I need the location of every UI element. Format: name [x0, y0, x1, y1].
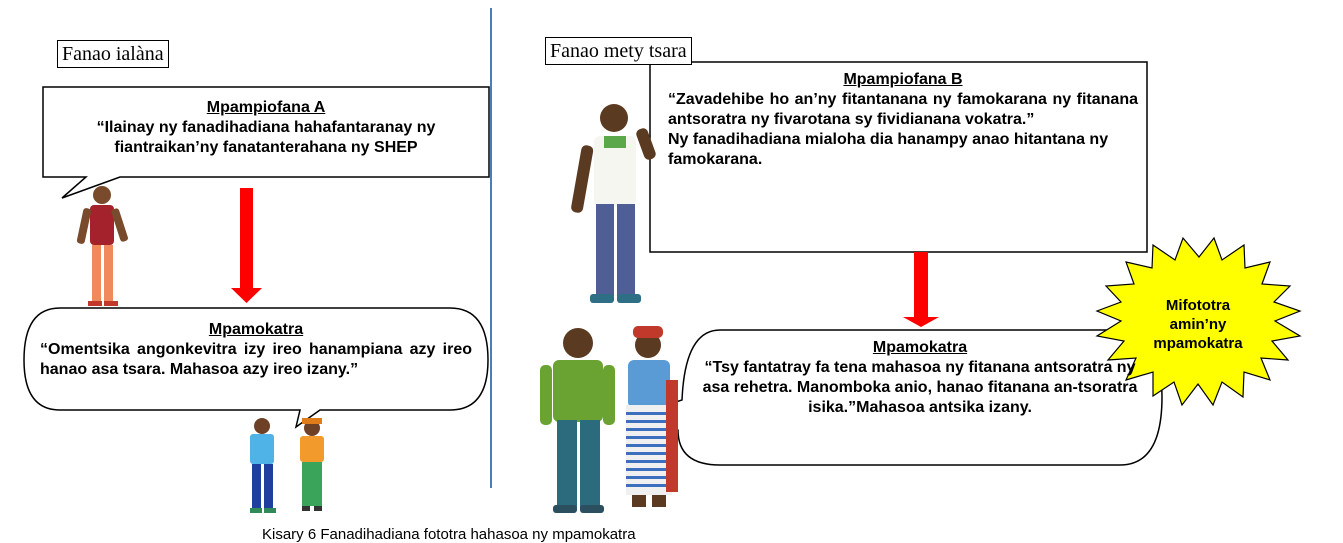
figure-caption: Kisary 6 Fanadihadiana fototra hahasoa n… [262, 526, 636, 543]
left-bottom-bubble-shape [23, 307, 489, 429]
right-top-bubble-title: Mpampiofana B [843, 71, 963, 88]
right-top-bubble-shape [649, 61, 1148, 253]
left-trainer-figure [76, 186, 128, 306]
left-panel-label: Fanao ialàna [57, 40, 169, 68]
left-bottom-bubble-title: Mpamokatra [208, 321, 304, 338]
right-trainer-figure [571, 104, 656, 303]
left-couple-figure [250, 418, 324, 513]
left-top-bubble: Mpampiofana A “Ilainay ny fanadihadiana … [46, 98, 486, 158]
left-bottom-bubble: Mpamokatra “Omentsika angonkevitra izy i… [40, 320, 472, 380]
right-panel-label: Fanao mety tsara [545, 37, 692, 65]
right-top-bubble-quote: “Zavadehibe ho an’ny fitantanana ny famo… [668, 91, 1138, 128]
right-bottom-bubble-text: “Tsy fantatray fa tena mahasoa ny fitana… [702, 359, 1138, 416]
right-top-bubble-text: Ny fanadihadiana mialoha dia hanampy ana… [668, 131, 1109, 168]
right-bottom-bubble: Mpamokatra “Tsy fantatray fa tena mahaso… [690, 338, 1150, 418]
starburst-label: Mifototra amin’ny mpamokatra [1153, 297, 1243, 352]
starburst-shape [1095, 236, 1302, 407]
right-bottom-bubble-title: Mpamokatra [872, 339, 968, 356]
left-bottom-bubble-text: “Omentsika angonkevitra izy ireo hanampi… [40, 341, 472, 378]
left-top-bubble-shape [42, 86, 490, 199]
right-down-arrow [903, 252, 939, 327]
left-down-arrow [231, 188, 262, 303]
right-couple-figure [540, 326, 678, 513]
left-top-bubble-text: “Ilainay ny fanadihadiana hahafantaranay… [96, 119, 436, 156]
left-top-bubble-title: Mpampiofana A [206, 99, 326, 116]
panel-divider [490, 8, 492, 488]
right-top-bubble: Mpampiofana B “Zavadehibe ho an’ny fitan… [668, 70, 1138, 170]
